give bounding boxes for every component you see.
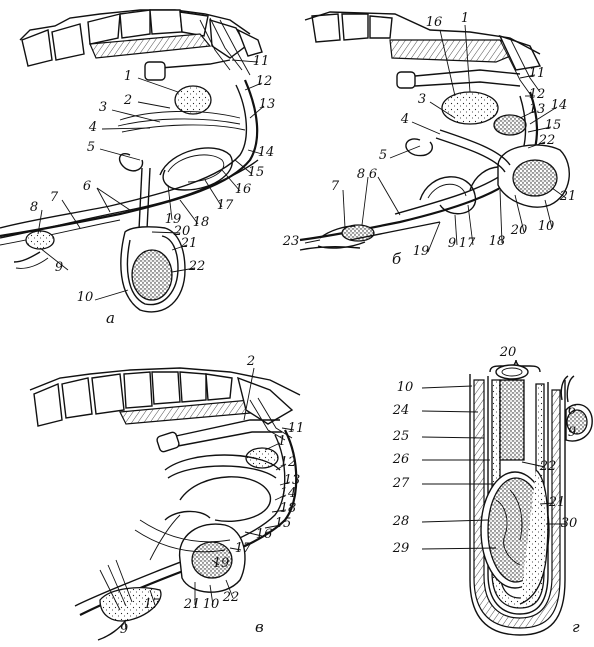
- panel-a-label-17: 17: [217, 198, 234, 213]
- panel-b-label-12: 12: [529, 87, 546, 102]
- panel-v-label-13: 13: [284, 473, 301, 488]
- panel-b-label-16: 16: [426, 15, 443, 30]
- panel-a-label-19: 19: [165, 212, 182, 227]
- panel-v-label-11: 11: [288, 421, 305, 436]
- panel-a-label-9: 9: [55, 260, 63, 275]
- panel-b-label-3: 3: [418, 92, 426, 107]
- panel-g-letter: г: [572, 618, 580, 636]
- panel-a-label-18: 18: [193, 215, 210, 230]
- panel-v-label-2: 2: [246, 354, 255, 369]
- panel-v-label-19: 19: [213, 556, 230, 571]
- panel-a-label-6: 6: [83, 179, 91, 194]
- panel-g-label-28: 28: [392, 514, 410, 529]
- panel-g-skin: [469, 374, 566, 636]
- panel-b-label-6: 6: [369, 167, 377, 182]
- panel-v-label-21: 21: [183, 597, 201, 612]
- panel-b-label-23: 23: [282, 234, 300, 249]
- panel-a-label-10: 10: [77, 290, 94, 305]
- panel-a-label-22: 22: [188, 259, 206, 274]
- panel-a-label-11: 11: [253, 54, 270, 69]
- panel-a-label-20: 20: [173, 224, 191, 239]
- panel-a-label-14: 14: [258, 145, 275, 160]
- panel-g-label-24: 24: [392, 403, 410, 418]
- panel-a-label-15: 15: [248, 165, 265, 180]
- panel-a: [0, 9, 265, 313]
- panel-b-label-5: 5: [379, 148, 387, 163]
- panel-b-label-13: 13: [529, 102, 546, 117]
- panel-v-label-14: 14: [280, 486, 297, 501]
- panel-a-letter: а: [106, 309, 115, 327]
- panel-b-label-1: 1: [461, 11, 469, 26]
- panel-g-label-27: 27: [392, 476, 410, 491]
- panel-v-label-17: 17: [235, 541, 252, 556]
- panel-g: [421, 359, 593, 636]
- panel-v-label-1: 1: [278, 434, 286, 449]
- panel-v-label-15: 15: [275, 516, 292, 531]
- panel-b-label-8: 8: [357, 167, 365, 182]
- panel-g-label-20: 20: [499, 345, 517, 360]
- panel-a-label-2: 2: [123, 93, 132, 108]
- panel-b-label-9: 9: [448, 236, 456, 251]
- panel-a-label-7: 7: [50, 190, 59, 205]
- panel-g-cord: [495, 364, 529, 380]
- panel-v-label-9: 9: [120, 622, 128, 637]
- label-layer: 1234567891011121314151617181920212211611…: [30, 11, 577, 637]
- panel-b-label-14: 14: [551, 98, 568, 113]
- panel-b-label-18: 18: [489, 234, 506, 249]
- panel-a-label-16: 16: [235, 182, 252, 197]
- panel-b: [299, 11, 570, 253]
- panel-b-label-17: 17: [459, 236, 476, 251]
- panel-b-leaders: [304, 24, 567, 253]
- panel-b-label-7: 7: [331, 179, 340, 194]
- panel-b-letter: б: [392, 250, 402, 268]
- panel-b-label-19: 19: [413, 244, 430, 259]
- panel-v-label-10: 10: [203, 597, 220, 612]
- panel-b-label-21: 21: [559, 189, 577, 204]
- panel-v-leaders: [124, 367, 295, 631]
- panel-v-label-22: 22: [222, 590, 240, 605]
- panel-g-label-9: 9: [568, 425, 576, 440]
- panel-v-letter: в: [255, 618, 264, 636]
- panel-a-label-1: 1: [124, 69, 132, 84]
- panel-v-label-18: 18: [280, 501, 297, 516]
- panel-a-label-3: 3: [99, 100, 107, 115]
- panel-a-testis: [131, 249, 173, 301]
- panel-b-label-22: 22: [538, 133, 556, 148]
- panel-g-label-26: 26: [392, 452, 410, 467]
- panel-g-leaders: [421, 385, 566, 550]
- panel-g-label-21: 21: [548, 495, 566, 510]
- panel-b-label-10: 10: [538, 219, 555, 234]
- panel-a-label-21: 21: [180, 236, 198, 251]
- panel-a-label-8: 8: [30, 200, 38, 215]
- panel-g-label-25: 25: [392, 429, 410, 444]
- panel-a-leaders: [37, 59, 265, 301]
- panel-b-label-20: 20: [510, 223, 528, 238]
- panel-b-bladder: [441, 91, 499, 125]
- panel-a-label-13: 13: [259, 97, 276, 112]
- panel-v: [29, 367, 301, 641]
- panel-a-label-5: 5: [87, 140, 95, 155]
- panel-b-label-4: 4: [400, 112, 409, 127]
- panel-b-testis: [512, 159, 558, 197]
- panel-v-label-12: 12: [280, 455, 297, 470]
- panel-a-label-4: 4: [88, 120, 97, 135]
- panel-b-label-15: 15: [545, 118, 562, 133]
- panel-g-label-22: 22: [539, 459, 557, 474]
- panel-a-penis: [0, 79, 259, 238]
- panel-g-label-6: 6: [568, 403, 576, 418]
- panel-g-label-29: 29: [392, 541, 410, 556]
- panel-v-spine: [29, 367, 301, 427]
- panel-v-label-17: 17: [144, 597, 161, 612]
- panel-a-bladder: [174, 85, 212, 115]
- panel-v-label-16: 16: [256, 527, 273, 542]
- panel-b-spine: [304, 11, 542, 71]
- panel-g-label-30: 30: [561, 516, 578, 531]
- panel-a-spine: [19, 9, 263, 67]
- panel-a-label-12: 12: [256, 74, 273, 89]
- panel-g-label-10: 10: [397, 380, 414, 395]
- panel-b-label-11: 11: [529, 66, 546, 81]
